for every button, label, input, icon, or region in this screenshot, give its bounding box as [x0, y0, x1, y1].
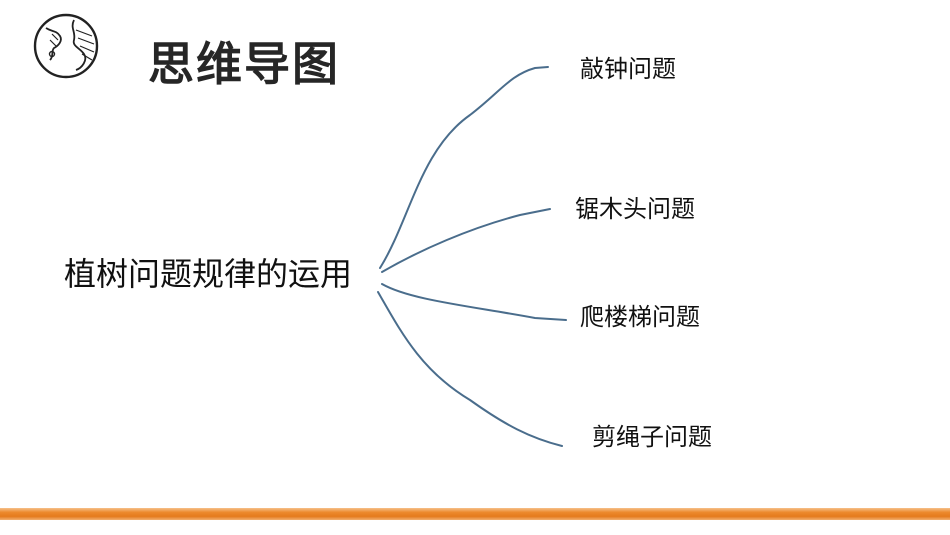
branch-label-stairs: 爬楼梯问题: [580, 303, 700, 331]
connector-branch-2: [381, 208, 551, 273]
central-topic: 植树问题规律的运用: [64, 255, 353, 293]
page-title: 思维导图: [148, 37, 340, 91]
branch-label-bell: 敲钟问题: [580, 55, 676, 83]
globe-icon: [33, 13, 99, 79]
connector-branch-4: [377, 291, 563, 447]
connector-branch-1: [379, 66, 549, 269]
connector-branch-3: [381, 283, 567, 321]
branch-label-rope: 剪绳子问题: [592, 423, 712, 451]
branch-label-sawing: 锯木头问题: [575, 195, 695, 223]
footer-accent-bar: [0, 508, 950, 520]
